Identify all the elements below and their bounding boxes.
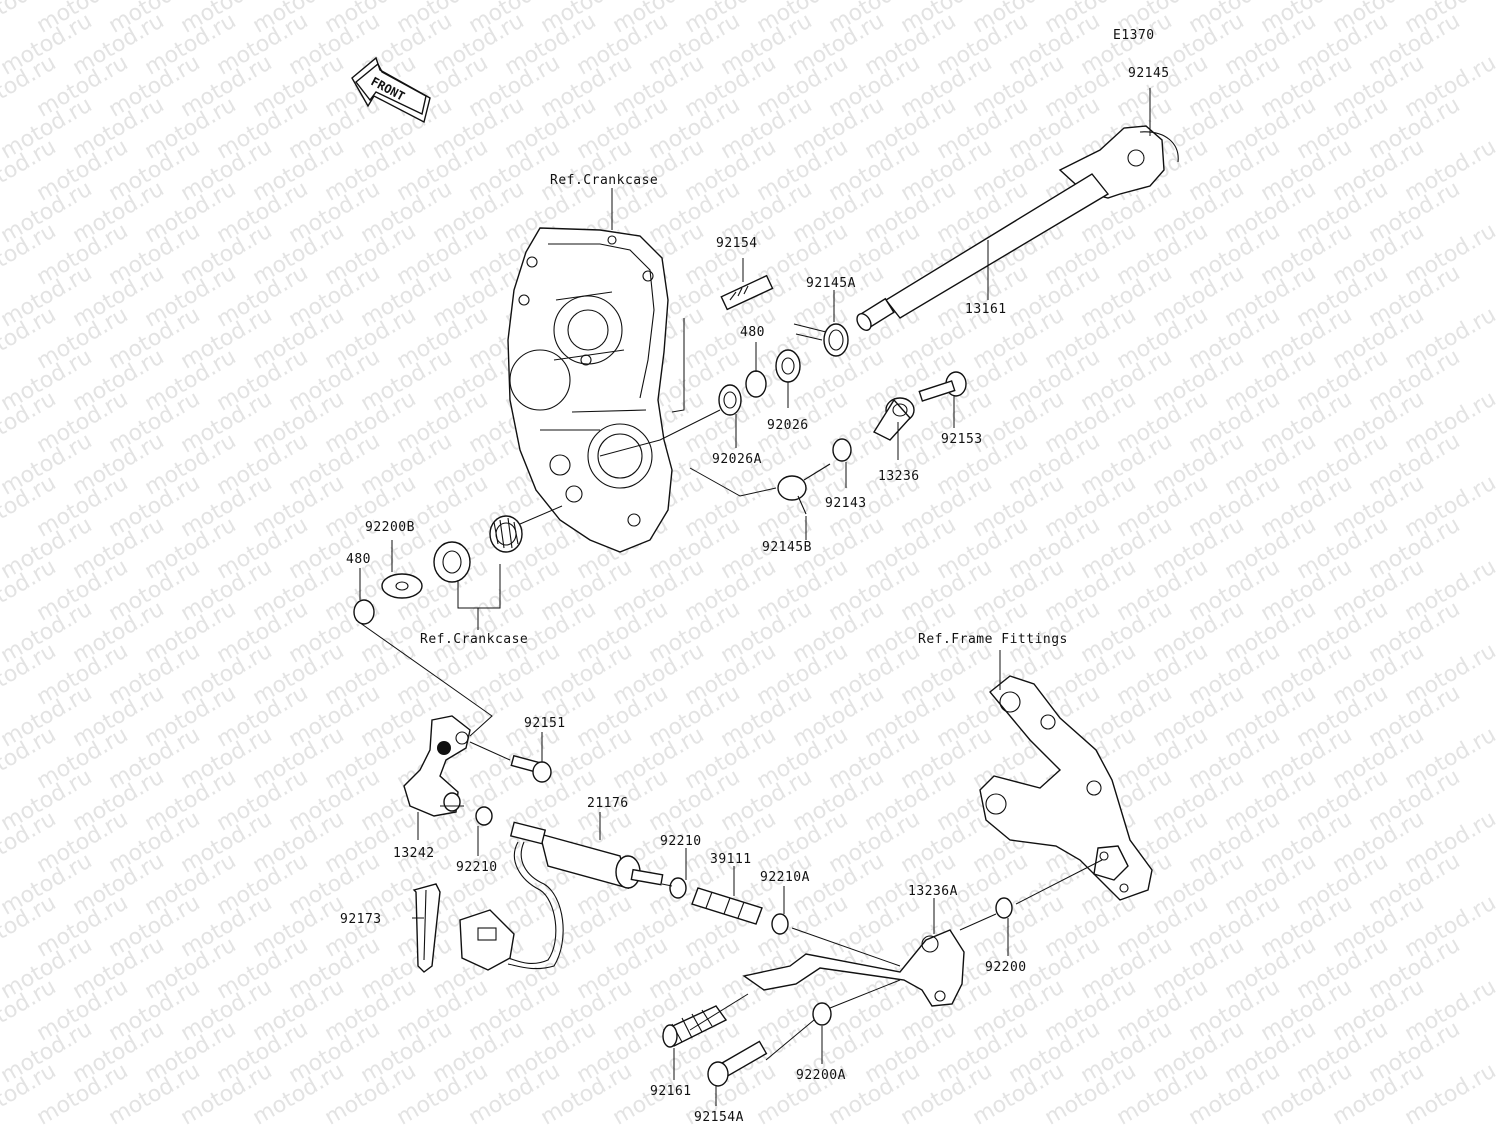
part-label-92145B[interactable]: 92145B	[762, 540, 812, 555]
bolt-92154	[720, 274, 774, 311]
needle-bearing	[489, 515, 523, 553]
washer-92200A	[812, 1002, 832, 1026]
bolt-92154A	[707, 1040, 768, 1087]
part-label-92173[interactable]: 92173	[340, 912, 382, 927]
part-label-92153[interactable]: 92153	[941, 432, 983, 447]
part-label-21176[interactable]: 21176	[587, 796, 629, 811]
part-label-13236[interactable]: 13236	[878, 469, 920, 484]
part-label-92026[interactable]: 92026	[767, 418, 809, 433]
part-label-92200B[interactable]: 92200B	[365, 520, 415, 535]
part-label-480-top[interactable]: 480	[740, 325, 765, 340]
part-label-480-left[interactable]: 480	[346, 552, 371, 567]
part-label-92200A[interactable]: 92200A	[796, 1068, 846, 1083]
ref-crankcase-bottom[interactable]: Ref.Crankcase	[420, 632, 529, 647]
shift-shaft	[856, 125, 1179, 331]
step-bracket	[979, 675, 1153, 901]
part-label-92210-left[interactable]: 92210	[456, 860, 498, 875]
washer-92026A	[718, 384, 742, 416]
diagram-code: E1370	[1113, 28, 1155, 43]
nut-92210-mid	[669, 877, 687, 899]
shift-arm-13242	[403, 715, 471, 817]
washer-left	[381, 573, 423, 599]
pedal-rubber-92161	[662, 1005, 728, 1048]
washer-92200	[995, 897, 1013, 919]
crankcase-cover	[507, 227, 673, 553]
part-label-13242[interactable]: 13242	[393, 846, 435, 861]
quickshifter-sensor-21176	[459, 821, 664, 971]
circlip-480-left	[353, 599, 375, 625]
nut-92210-left	[475, 806, 493, 826]
part-label-92145[interactable]: 92145	[1128, 66, 1170, 81]
part-label-92210-mid[interactable]: 92210	[660, 834, 702, 849]
front-arrow-icon: FRONT	[351, 56, 431, 124]
part-label-92161[interactable]: 92161	[650, 1084, 692, 1099]
bolt-92151	[510, 754, 552, 783]
spring-92145B	[777, 463, 831, 515]
part-label-13161[interactable]: 13161	[965, 302, 1007, 317]
collar-92143	[832, 438, 852, 462]
part-label-92154[interactable]: 92154	[716, 236, 758, 251]
ref-crankcase-top[interactable]: Ref.Crankcase	[550, 173, 659, 188]
part-label-39111[interactable]: 39111	[710, 852, 752, 867]
band-92173	[412, 883, 441, 973]
part-label-92210A[interactable]: 92210A	[760, 870, 810, 885]
circlip-480-top	[745, 370, 767, 398]
tie-rod-39111	[691, 887, 763, 925]
part-label-92154A[interactable]: 92154A	[694, 1110, 744, 1125]
part-label-92200[interactable]: 92200	[985, 960, 1027, 975]
bolt-92153	[918, 371, 967, 402]
shift-pedal-13236A	[742, 929, 965, 1007]
part-label-13236A[interactable]: 13236A	[908, 884, 958, 899]
part-label-92151[interactable]: 92151	[524, 716, 566, 731]
ref-frame-fittings[interactable]: Ref.Frame Fittings	[918, 632, 1068, 647]
spring-92145A	[793, 323, 849, 357]
oil-seal-92200B	[433, 541, 471, 583]
part-label-92145A[interactable]: 92145A	[806, 276, 856, 291]
part-label-92026A[interactable]: 92026A	[712, 452, 762, 467]
part-label-92143[interactable]: 92143	[825, 496, 867, 511]
collar-13236	[872, 397, 915, 441]
nut-92210A	[771, 913, 789, 935]
leader-lines	[355, 88, 1151, 1106]
washer-92026	[775, 349, 801, 383]
